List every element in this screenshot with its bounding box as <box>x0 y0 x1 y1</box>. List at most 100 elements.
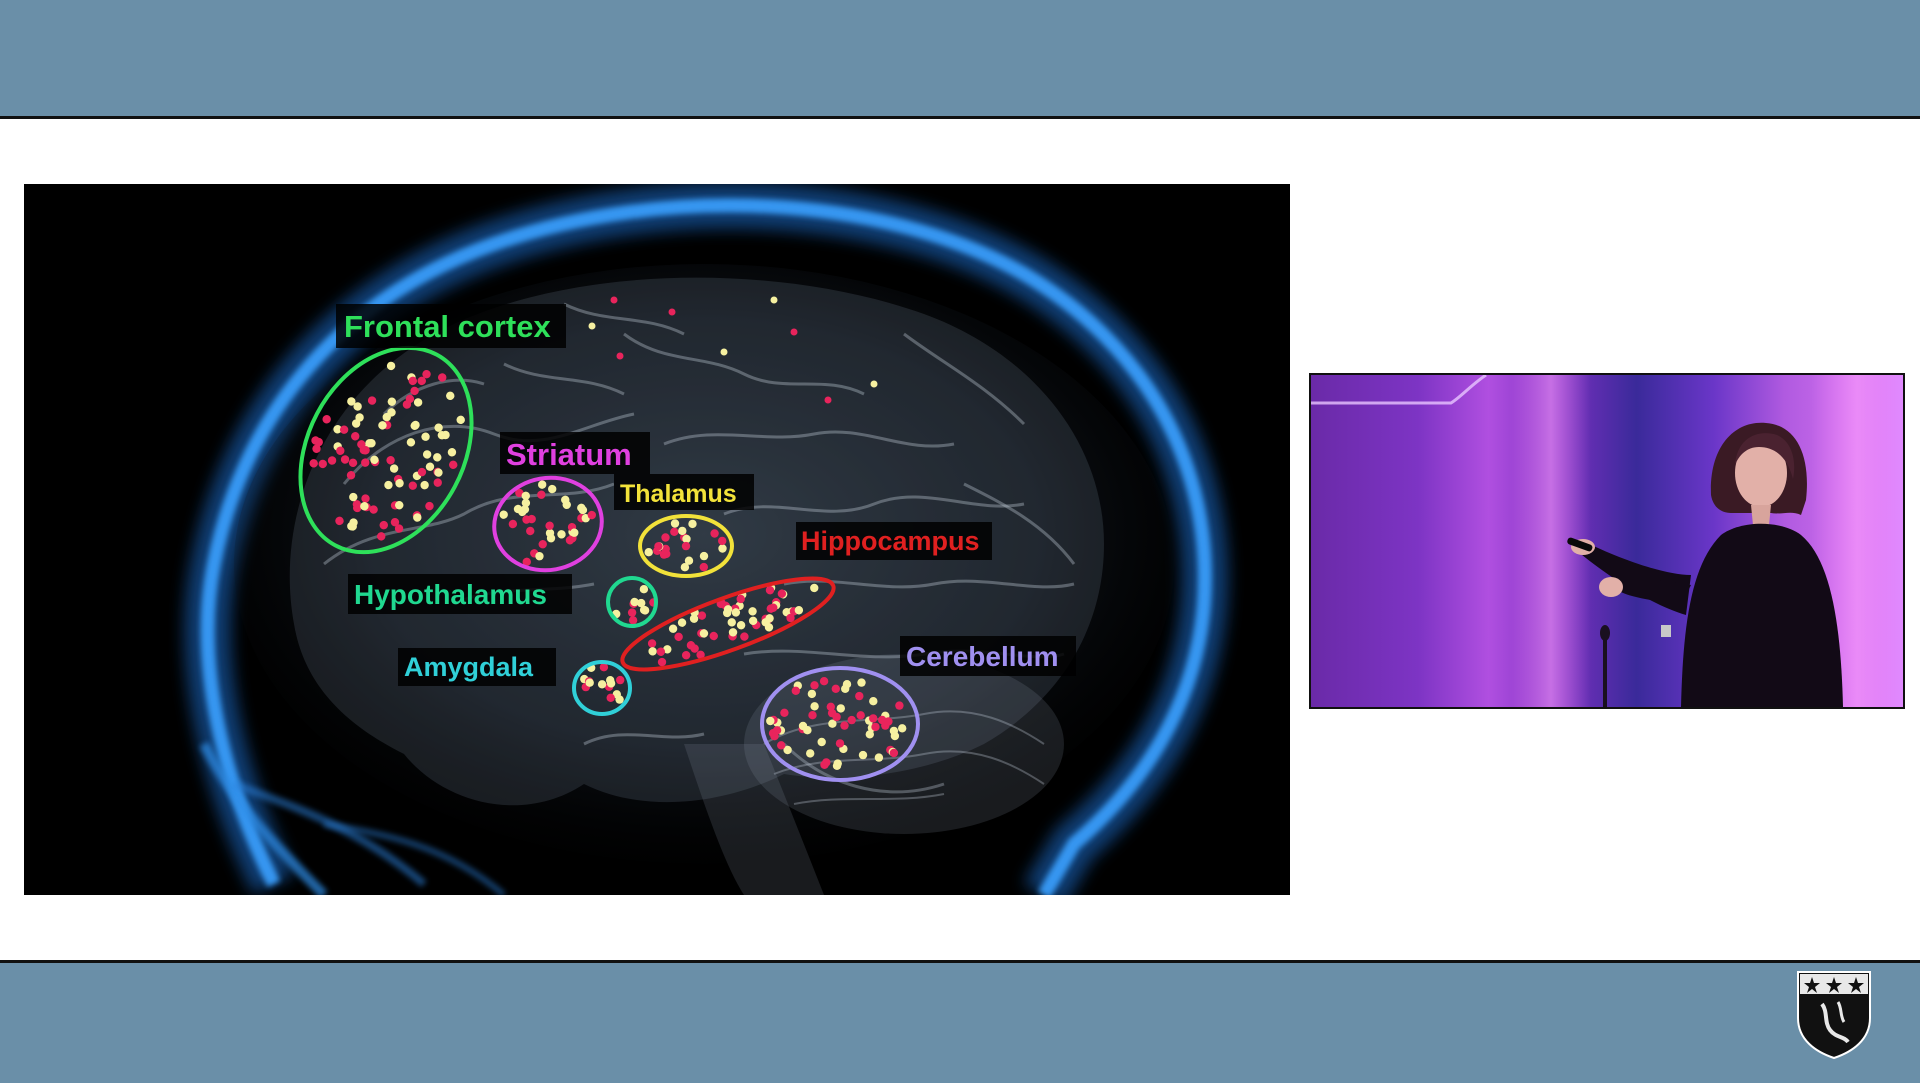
neuron-dot <box>777 589 787 598</box>
neuron-dot <box>322 415 331 424</box>
neuron-dot <box>526 526 535 536</box>
neuron-dot <box>769 603 778 612</box>
neuron-dot <box>895 701 904 710</box>
neuron-dot <box>648 647 657 656</box>
neuron-dot <box>537 490 546 499</box>
region-outline-thalamus <box>638 514 734 578</box>
region-hypothalamus <box>606 576 658 628</box>
neuron-dot <box>335 516 344 526</box>
neuron-dot <box>723 605 733 614</box>
neuron-dot <box>537 480 547 489</box>
neuron-dot <box>318 459 327 469</box>
neuron-dot <box>640 606 650 615</box>
neuron-dot <box>659 550 669 559</box>
neuron-dot <box>835 739 845 748</box>
neuron-dot <box>688 519 697 529</box>
neuron-dot <box>361 494 370 503</box>
neuron-dot <box>740 632 749 641</box>
neuron-dot <box>858 750 868 760</box>
neuron-dot <box>521 491 530 501</box>
neuron-dot <box>417 467 427 477</box>
neuron-dot <box>777 741 786 750</box>
neuron-dot <box>616 675 625 685</box>
neuron-dot <box>333 425 342 434</box>
neuron-dot <box>856 711 865 720</box>
neuron-dot <box>810 681 819 690</box>
neuron-dot <box>889 748 899 758</box>
region-amygdala <box>572 660 632 716</box>
neuron-dot <box>389 464 399 473</box>
neuron-dot <box>855 691 864 701</box>
presenter-video-icon <box>1311 375 1903 707</box>
neuron-dot <box>718 536 727 546</box>
neuron-dot <box>606 693 615 702</box>
neuron-dot <box>520 505 530 514</box>
neuron-dot <box>615 695 624 704</box>
neuron-dot <box>413 398 423 407</box>
neuron-dot <box>857 678 866 687</box>
neuron-dot <box>311 436 320 445</box>
neuron-dot <box>791 686 800 695</box>
neuron-dot <box>670 527 679 536</box>
neuron-dot <box>499 510 508 519</box>
neuron-dot <box>647 639 657 648</box>
neuron-dot <box>677 618 687 627</box>
neuron-dot <box>433 478 442 487</box>
neuron-dot <box>395 500 404 510</box>
neuron-dot <box>765 614 774 623</box>
label-hypothalamus: Hypothalamus <box>348 574 572 614</box>
neuron-dot <box>709 631 718 641</box>
neuron-dot <box>515 488 524 498</box>
neuron-dot <box>765 586 775 595</box>
neuron-dot <box>447 448 457 457</box>
label-striatum: Striatum <box>500 432 650 474</box>
neuron-dot <box>689 614 699 623</box>
neuron-dot <box>832 712 841 722</box>
neuron-dot <box>890 731 900 741</box>
neuron-dot <box>810 702 819 711</box>
neuron-dot <box>869 697 878 706</box>
neuron-dot <box>522 557 531 567</box>
neuron-dot <box>421 432 430 441</box>
neuron-dot <box>367 396 377 405</box>
neuron-dot <box>803 726 812 735</box>
presenter-video <box>1309 373 1905 709</box>
neuron-dot <box>360 502 369 511</box>
neuron-dot <box>826 702 835 711</box>
neuron-dot <box>438 373 447 382</box>
label-cerebellum: Cerebellum <box>900 636 1076 676</box>
label-amygdala-text: Amygdala <box>404 652 534 682</box>
neuron-dot <box>405 394 415 404</box>
neuron-dot <box>748 616 758 626</box>
brain-slide: Frontal cortex Striatum Thalamus Hippoca… <box>24 184 1290 895</box>
presenter-figure <box>1567 422 1843 707</box>
label-hippocampus: Hippocampus <box>796 522 992 560</box>
neuron-dot <box>599 663 609 672</box>
neuron-dot <box>794 606 804 615</box>
neuron-dot <box>422 450 432 459</box>
neuron-dot <box>810 583 819 593</box>
neuron-dot <box>840 721 849 730</box>
neuron-dot <box>657 657 667 667</box>
neuron-dot <box>408 376 417 386</box>
neuron-dot <box>378 421 387 430</box>
region-outline-frontal <box>298 345 474 555</box>
neuron-dot <box>387 397 397 406</box>
neuron-dot <box>606 679 616 688</box>
neuron-dot <box>390 517 400 527</box>
neuron-dot <box>699 562 708 572</box>
neuron-dot <box>663 645 672 654</box>
neuron-dot <box>585 678 594 687</box>
skull-outline <box>184 184 1228 895</box>
neuron-dot <box>562 500 571 509</box>
region-outline-hypothalamus <box>606 576 658 628</box>
neuron-dot <box>668 624 678 633</box>
neuron-dot <box>410 386 419 396</box>
neuron-dot <box>690 644 699 653</box>
neuron-dot <box>546 533 556 543</box>
neuron-dot <box>644 548 653 557</box>
label-thalamus: Thalamus <box>614 474 754 510</box>
neuron-dot <box>349 492 358 502</box>
neuron-dot <box>422 369 431 379</box>
neuron-dot <box>408 481 417 490</box>
